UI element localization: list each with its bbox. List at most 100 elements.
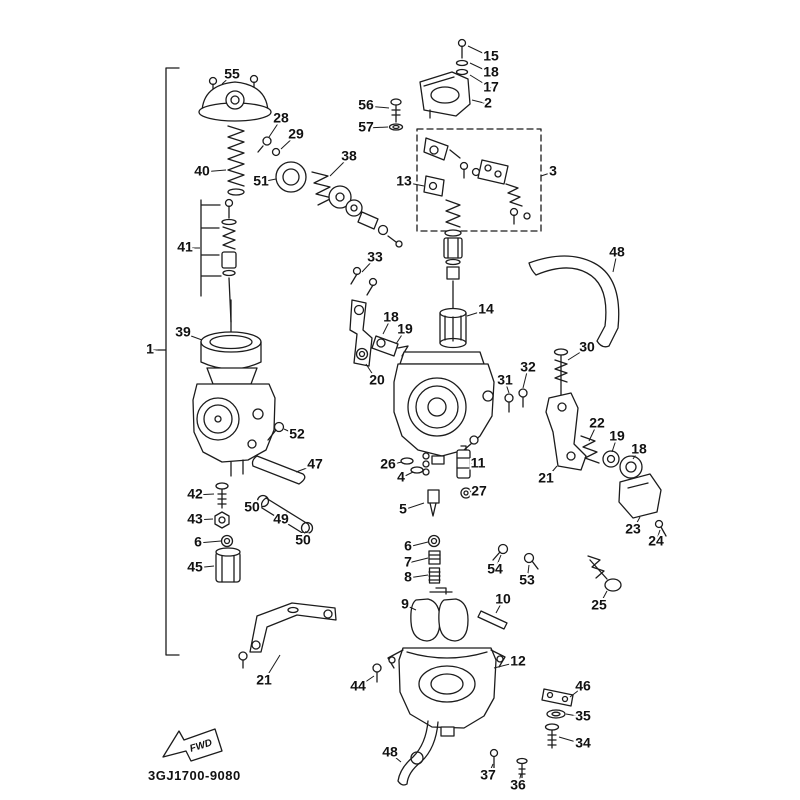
leader-line — [194, 493, 215, 496]
leader-line — [467, 45, 492, 58]
leader-line — [280, 511, 288, 521]
part-jets-678 — [427, 534, 441, 584]
leader-line — [402, 502, 425, 511]
leader-line — [329, 156, 350, 177]
callout-label: 56 — [358, 97, 374, 113]
callout-label: 52 — [289, 426, 305, 442]
part-needle-valve — [427, 489, 440, 517]
callout-label: 48 — [382, 744, 398, 760]
part-screw-52 — [267, 421, 285, 441]
part-top-cover-assembly — [419, 38, 471, 119]
callout-label: 39 — [175, 324, 191, 340]
leader-line — [588, 423, 598, 442]
part-bracket-bottom — [238, 602, 337, 669]
part-piston-valve — [439, 307, 467, 349]
callout-label: 36 — [510, 777, 526, 793]
part-screw-washer-top — [388, 98, 404, 131]
callout-label: 19 — [609, 428, 625, 444]
callout-label: 55 — [224, 66, 240, 82]
part-starter-lever — [349, 299, 373, 367]
callout-label: 42 — [187, 486, 203, 502]
callout-label: 25 — [591, 597, 607, 613]
callout-label: 50 — [295, 532, 311, 548]
leader-line — [632, 449, 640, 460]
callout-label: 6 — [194, 534, 202, 550]
leader-line — [221, 74, 233, 85]
part-float — [410, 587, 469, 642]
leader-line — [517, 773, 522, 787]
leader-line — [611, 436, 618, 453]
part-screw-44 — [372, 663, 382, 683]
leader-line — [260, 178, 277, 183]
part-linkage-group — [416, 128, 542, 232]
callout-label: 14 — [478, 301, 494, 317]
callout-label: 30 — [579, 339, 595, 355]
callout-label: 8 — [404, 569, 412, 585]
leader-line — [407, 574, 429, 579]
callout-label: 7 — [404, 554, 412, 570]
leader-line — [365, 363, 378, 382]
leader-line — [504, 380, 510, 394]
callout-label: 47 — [307, 456, 323, 472]
leader-line — [471, 99, 489, 105]
callout-label: 26 — [380, 456, 396, 472]
carburetor-artwork — [157, 38, 667, 786]
part-float-chamber — [387, 647, 506, 737]
leader-line — [268, 118, 282, 138]
leader-line — [361, 257, 376, 273]
part-hose-top — [528, 255, 620, 348]
leader-line — [283, 428, 298, 436]
callout-label: 11 — [471, 455, 486, 471]
part-hose-49 — [256, 494, 314, 535]
callout-label: 48 — [609, 244, 625, 260]
leader-line — [469, 462, 479, 465]
part-screws-53-54 — [492, 543, 539, 570]
leader-line — [382, 317, 392, 335]
leader-line — [558, 736, 584, 745]
part-pipe-47 — [251, 455, 306, 485]
callout-label: 50 — [244, 499, 260, 515]
leader-line — [522, 367, 529, 389]
callout-label: 44 — [350, 678, 366, 694]
leader-line — [197, 540, 222, 544]
callout-label: 6 — [404, 538, 412, 554]
part-disc-spring-group — [311, 171, 403, 248]
leader-line — [365, 105, 390, 109]
part-screws-31-32 — [504, 388, 528, 413]
leader-line — [403, 181, 425, 187]
part-pilot-screw — [553, 348, 569, 399]
callout-label: 31 — [497, 372, 513, 388]
callout-label: 45 — [187, 559, 203, 575]
callout-label: 22 — [589, 415, 605, 431]
part-enricher-set — [580, 435, 667, 537]
callout-label: 12 — [510, 653, 526, 669]
callout-label: 53 — [519, 572, 535, 588]
assembly-bracket-1 — [157, 67, 180, 656]
leader-line — [470, 491, 480, 494]
leader-line — [598, 590, 608, 607]
part-nozzle — [456, 445, 471, 479]
leader-line — [495, 599, 504, 614]
callout-label: 57 — [358, 119, 374, 135]
leader-line — [632, 516, 641, 531]
callout-label: 32 — [520, 359, 536, 375]
leader-line — [655, 529, 661, 543]
callout-label: 34 — [575, 735, 591, 751]
callout-label: 18 — [483, 64, 499, 80]
part-float-pin — [477, 610, 508, 630]
part-piston-spring — [227, 125, 245, 187]
callout-label: 49 — [273, 511, 289, 527]
part-diaphragm-cover — [198, 74, 272, 122]
callout-label: 10 — [495, 591, 511, 607]
callout-label: 28 — [273, 110, 289, 126]
leader-line — [387, 461, 403, 466]
leader-line — [526, 564, 530, 582]
part-left-carb-body — [192, 367, 276, 477]
callout-label: 29 — [288, 126, 304, 142]
callout-label: 17 — [483, 79, 499, 95]
callout-label: 51 — [253, 173, 269, 189]
callout-label: 15 — [483, 48, 499, 64]
callout-label: 2 — [484, 95, 492, 111]
